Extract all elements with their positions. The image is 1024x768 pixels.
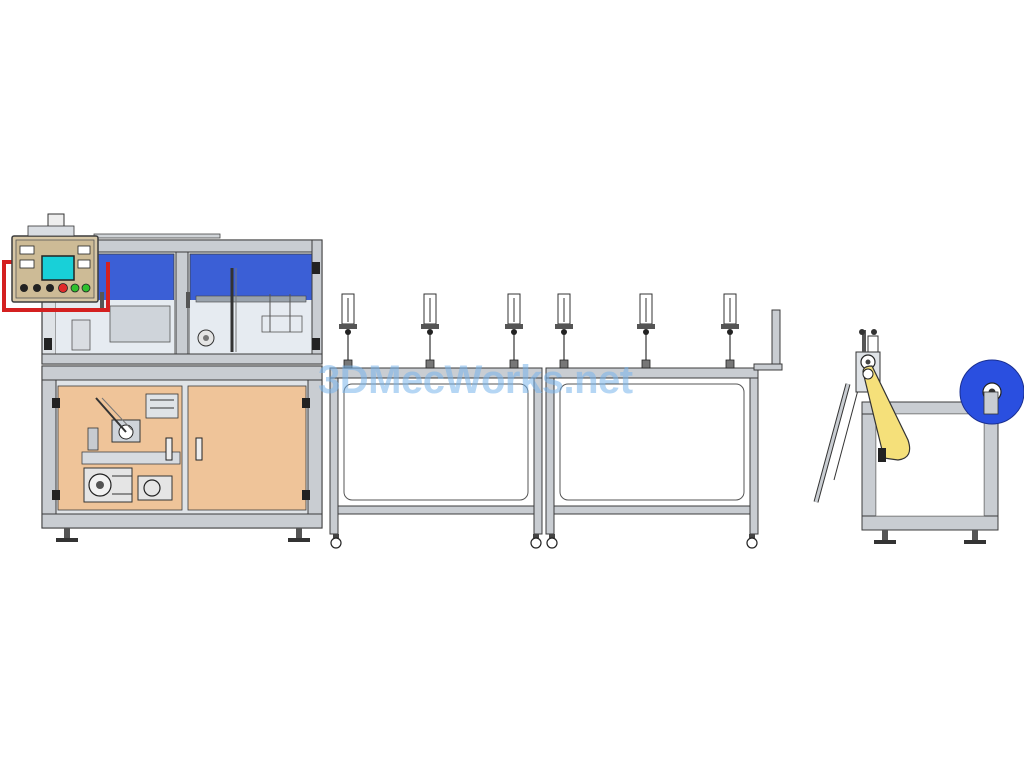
- control-panel: [11, 213, 99, 303]
- start-button-icon: [70, 283, 80, 293]
- nozzle-stand-icon: [421, 293, 439, 369]
- hmi-screen: [41, 255, 75, 281]
- nozzle-stand-icon: [721, 293, 739, 369]
- material-roll-icon: [959, 359, 1024, 425]
- nozzle-stand-icon: [555, 293, 573, 369]
- caster-icon: [746, 537, 758, 549]
- caster-icon: [546, 537, 558, 549]
- base-panel-right: [187, 385, 307, 511]
- start-button-icon: [81, 283, 91, 293]
- caster-icon: [530, 537, 542, 549]
- motor-icon: [88, 473, 132, 497]
- conveyor-table-2: [545, 293, 783, 549]
- nozzle-stand-icon: [637, 293, 655, 369]
- dancer-arm: [862, 365, 911, 461]
- unwinder: [813, 329, 1024, 544]
- base-cabinet: [41, 365, 323, 542]
- caster-icon: [330, 537, 342, 549]
- upper-guard-housing: [41, 233, 323, 365]
- leveling-foot-icon: [56, 528, 78, 542]
- selector-switch-icon: [46, 284, 54, 292]
- stop-button-icon: [58, 283, 68, 293]
- end-stop-icon: [753, 309, 783, 371]
- nozzle-stand-icon: [505, 293, 523, 369]
- selector-switch-icon: [33, 284, 41, 292]
- handrail: [2, 260, 110, 312]
- leveling-foot-icon: [288, 528, 310, 542]
- selector-switch-icon: [20, 284, 28, 292]
- nozzle-stand-icon: [339, 293, 357, 369]
- conveyor-tables: [329, 293, 783, 549]
- main-machine: [2, 213, 323, 542]
- conveyor-table-1: [329, 293, 543, 549]
